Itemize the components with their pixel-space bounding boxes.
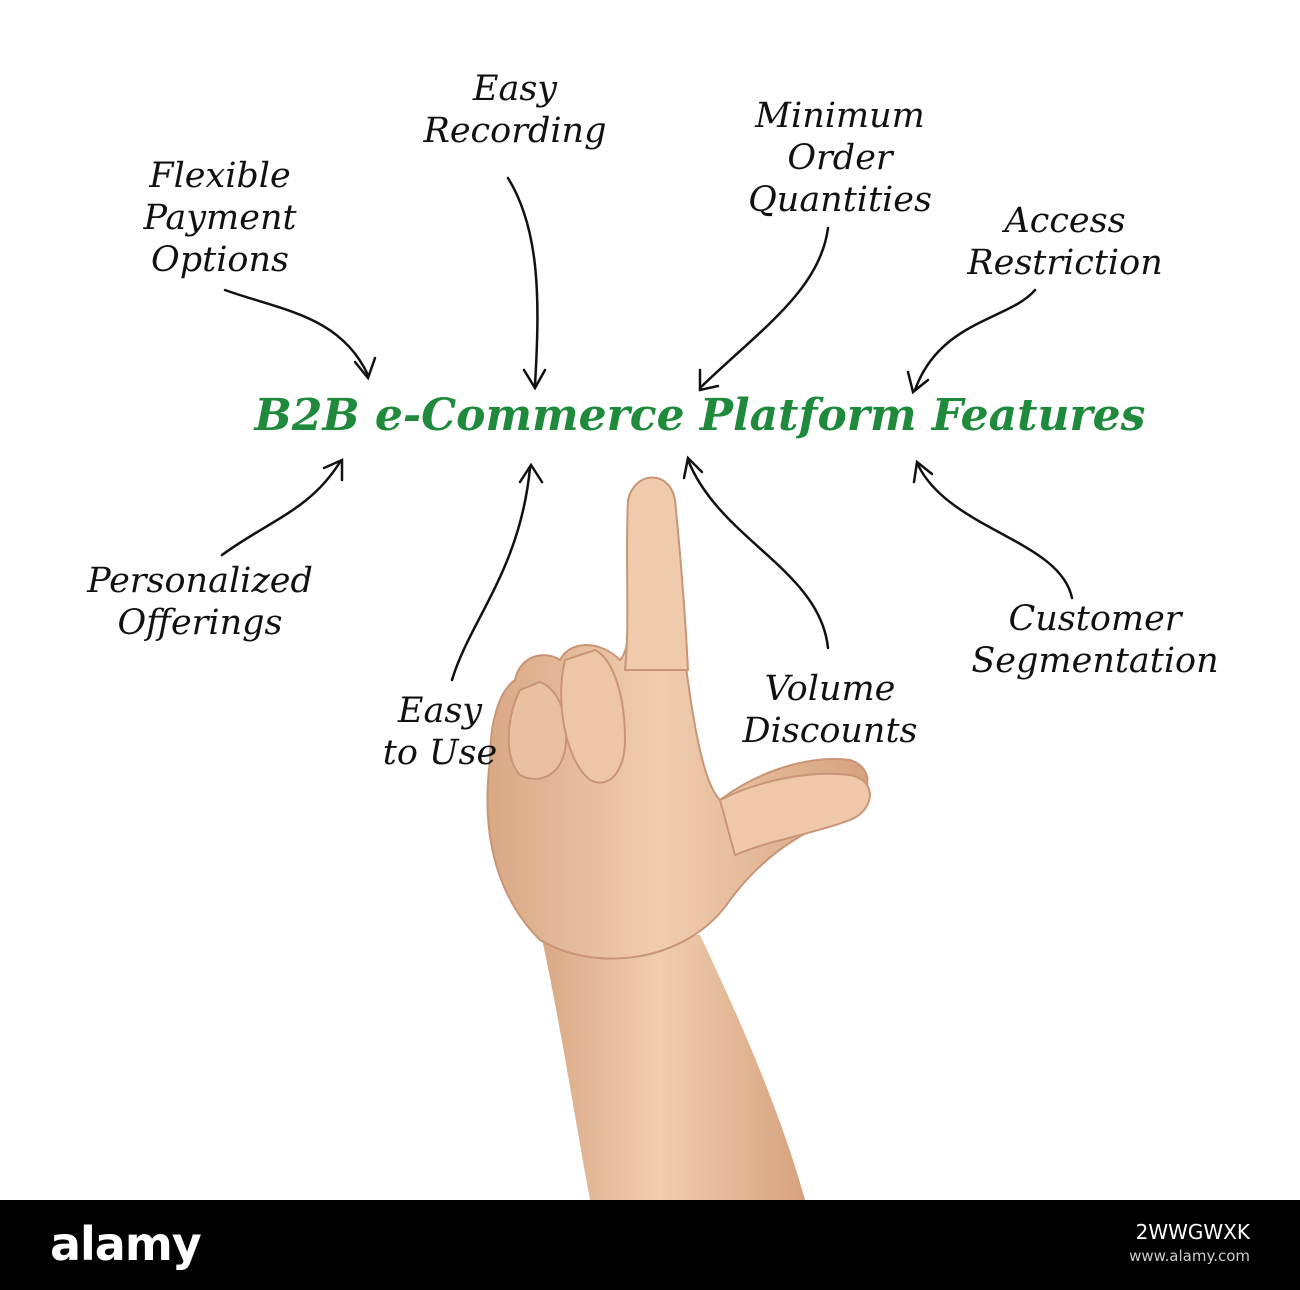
feature-label-customer-segmentation: Customer Segmentation (935, 598, 1255, 682)
arrow-flexible-payment (223, 288, 370, 377)
arrow-customer (916, 463, 1074, 600)
connector-arrows (220, 176, 1074, 682)
arrow-volume (686, 458, 830, 650)
arrow-easy-to-use (450, 466, 532, 682)
footer-url: www.alamy.com (1129, 1247, 1250, 1265)
alamy-logo: alamy (50, 1217, 202, 1271)
feature-label-easy-to-use: Easy to Use (355, 690, 525, 774)
diagram-canvas: B2B e-Commerce Platform Features Flexibl… (45, 68, 1255, 1200)
arrow-personalized (220, 460, 342, 557)
feature-line: Options (151, 240, 289, 280)
image-id: 2WWGWXK (1135, 1220, 1250, 1244)
feature-line: Recording (423, 111, 607, 151)
feature-label-access-restriction: Access Restriction (930, 200, 1200, 284)
diagram-title: B2B e-Commerce Platform Features (254, 390, 1146, 441)
arrow-easy-recording (506, 176, 539, 387)
feature-line: Discounts (742, 711, 918, 751)
arrow-group (220, 176, 1074, 682)
feature-line: Order (787, 138, 893, 178)
feature-line: to Use (382, 733, 498, 773)
arrow-flexible-payment-head (353, 356, 377, 381)
arrow-minimum-order (698, 226, 830, 390)
feature-line: Easy (472, 69, 558, 109)
feature-label-minimum-order: Minimum Order Quantities (705, 95, 975, 221)
arrow-access-restriction (913, 288, 1037, 392)
feature-line: Easy (397, 691, 483, 731)
feature-line: Offerings (117, 603, 283, 643)
feature-line: Volume (764, 669, 896, 709)
feature-line: Segmentation (971, 641, 1219, 681)
arrow-easy-to-use-head (518, 462, 544, 484)
image-code-block: 2WWGWXK www.alamy.com (1030, 1220, 1250, 1268)
stock-footer-bar: alamy 2WWGWXK www.alamy.com (0, 1200, 1300, 1290)
arrow-personalized-head (322, 458, 344, 482)
feature-label-easy-recording: Easy Recording (385, 68, 645, 152)
feature-label-personalized: Personalized Offerings (45, 560, 355, 644)
arrow-volume-head (682, 455, 704, 480)
arrow-access-restriction-head (906, 370, 930, 395)
feature-label-flexible-payment: Flexible Payment Options (95, 155, 345, 281)
arrow-easy-recording-head (522, 368, 547, 391)
feature-label-volume-discounts: Volume Discounts (710, 668, 950, 752)
feature-line: Quantities (748, 180, 932, 220)
feature-line: Personalized (87, 561, 313, 601)
feature-line: Flexible (149, 156, 291, 196)
arrow-customer-head (912, 459, 934, 484)
arrow-minimum-order-head (698, 368, 720, 392)
feature-line: Payment (143, 198, 297, 238)
feature-line: Restriction (967, 243, 1163, 283)
feature-line: Access (1004, 201, 1126, 241)
pointing-hand-photo (486, 476, 871, 1200)
feature-line: Customer (1008, 599, 1182, 639)
feature-line: Minimum (755, 96, 925, 136)
